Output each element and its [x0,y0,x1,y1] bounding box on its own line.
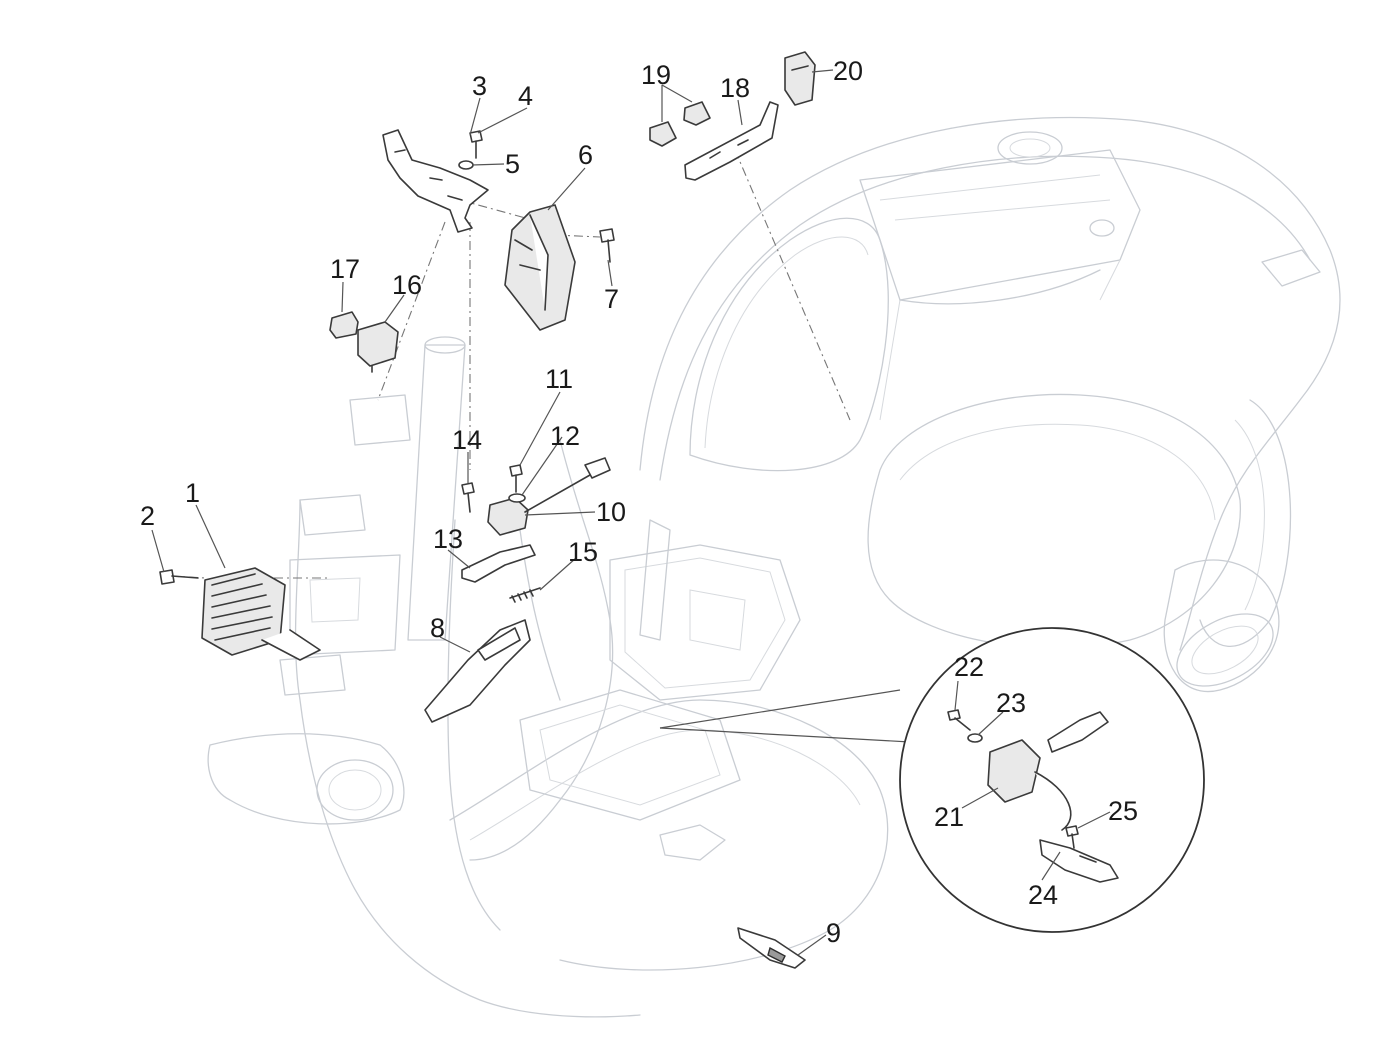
callout-2: 2 [140,501,155,531]
part-25-bolt [1065,825,1079,849]
callout-23: 23 [996,688,1026,718]
part-3-bracket [382,129,489,233]
callout-1: 1 [185,478,200,508]
part-13-bracket [461,544,536,583]
part-8-cover [424,619,531,723]
part-17-cap [329,311,359,339]
part-16-relay [357,321,399,373]
part-5-washer [458,160,474,170]
part-14-bolt [461,482,475,513]
part-2-screw [159,569,199,585]
callout-14: 14 [452,425,482,455]
callout-21: 21 [934,802,964,832]
part-24-bracket [1039,839,1119,883]
callout-8: 8 [430,613,445,643]
callout-22: 22 [954,652,984,682]
callout-13: 13 [433,524,463,554]
callout-10: 10 [596,497,626,527]
callout-9: 9 [826,918,841,948]
part-21-ignition-coil [987,711,1109,831]
part-11-screw [509,464,523,493]
part-7-screw [599,228,615,263]
callout-15: 15 [568,537,598,567]
part-20-connector [784,51,816,106]
callout-18: 18 [720,73,750,103]
part-12-washer [508,493,526,503]
part-18-bracket [684,101,779,181]
part-19-connectors [649,101,711,147]
callout-19: 19 [641,60,671,90]
detail-inset [659,627,1205,933]
callout-labels: 1 2 3 4 5 6 7 8 9 10 11 12 13 14 15 16 1… [140,56,1138,948]
callout-7: 7 [604,284,619,314]
callout-20: 20 [833,56,863,86]
callout-25: 25 [1108,796,1138,826]
part-10-sensor [487,457,611,536]
callout-24: 24 [1028,880,1058,910]
part-1-voltage-regulator [201,567,321,661]
callout-17: 17 [330,254,360,284]
callout-5: 5 [505,149,520,179]
callout-3: 3 [472,71,487,101]
callout-leaders [151,69,1111,956]
callout-16: 16 [392,270,422,300]
part-4-bolt [469,130,483,159]
part-15-spring [509,587,541,603]
part-23-washer [967,733,983,743]
callout-12: 12 [550,421,580,451]
callout-11: 11 [545,364,573,394]
callout-6: 6 [578,140,593,170]
callout-4: 4 [518,81,533,111]
part-9-clip [737,927,806,969]
part-6-control-unit [504,204,576,331]
part-22-screw [947,709,971,731]
